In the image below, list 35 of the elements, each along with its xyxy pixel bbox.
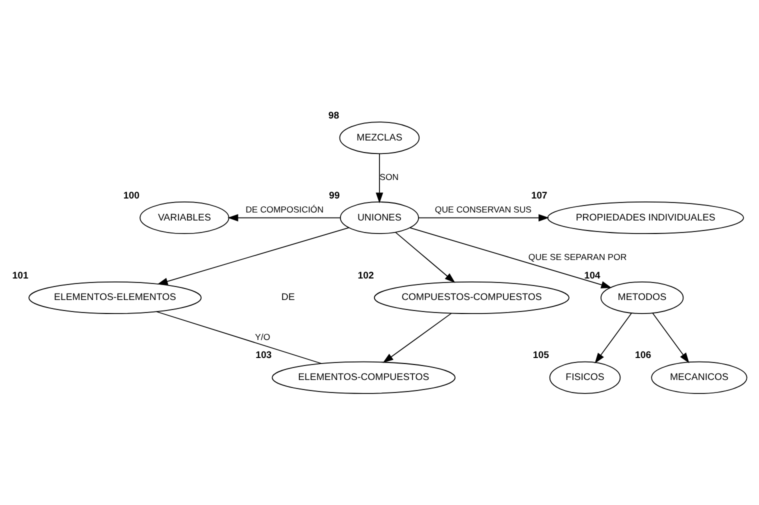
edge-label: SON [380, 172, 399, 182]
node-label: 101 [12, 270, 28, 282]
node-label: 105 [532, 350, 550, 362]
edge-label: QUE CONSERVAN SUS [434, 204, 532, 215]
node-ellipse: ELEMENTOS-ELEMENTOS [28, 281, 202, 314]
node-ellipse: MEZCLAS [339, 122, 420, 154]
node-label: 102 [358, 270, 374, 282]
node-label: 99 [328, 190, 340, 202]
arrow [376, 153, 384, 204]
edge-label: DE COMPOSICIÓN [246, 204, 324, 215]
node-ellipse: UNIONES [340, 202, 419, 234]
arrow [157, 227, 350, 285]
edge-label: QUE SE SEPARAN POR [528, 252, 627, 262]
edge-label: Y/O [255, 332, 270, 342]
node-label: 103 [256, 350, 272, 362]
node-ellipse: MECANICOS [651, 361, 748, 394]
label: DE [281, 292, 295, 304]
arrow [228, 214, 341, 222]
node-label: 107 [531, 190, 548, 202]
arrow [382, 312, 452, 363]
node-label: 106 [634, 350, 652, 362]
arrow [652, 312, 690, 364]
node-ellipse: ELEMENTOS-COMPUESTOS [272, 361, 456, 394]
node-label: 100 [123, 190, 140, 202]
connector [156, 311, 322, 364]
arrow [594, 312, 632, 364]
node-ellipse: PROPIEDADES INDIVIDUALES [547, 202, 744, 234]
node-ellipse: FISICOS [549, 361, 621, 394]
node-ellipse: VARIABLES [140, 202, 230, 234]
arrow [418, 214, 550, 222]
arrow [395, 232, 456, 283]
node-ellipse: COMPUESTOS-COMPUESTOS [374, 281, 570, 314]
arrow [410, 227, 612, 288]
node-label: 98 [328, 110, 340, 122]
node-label: 104 [584, 270, 600, 282]
